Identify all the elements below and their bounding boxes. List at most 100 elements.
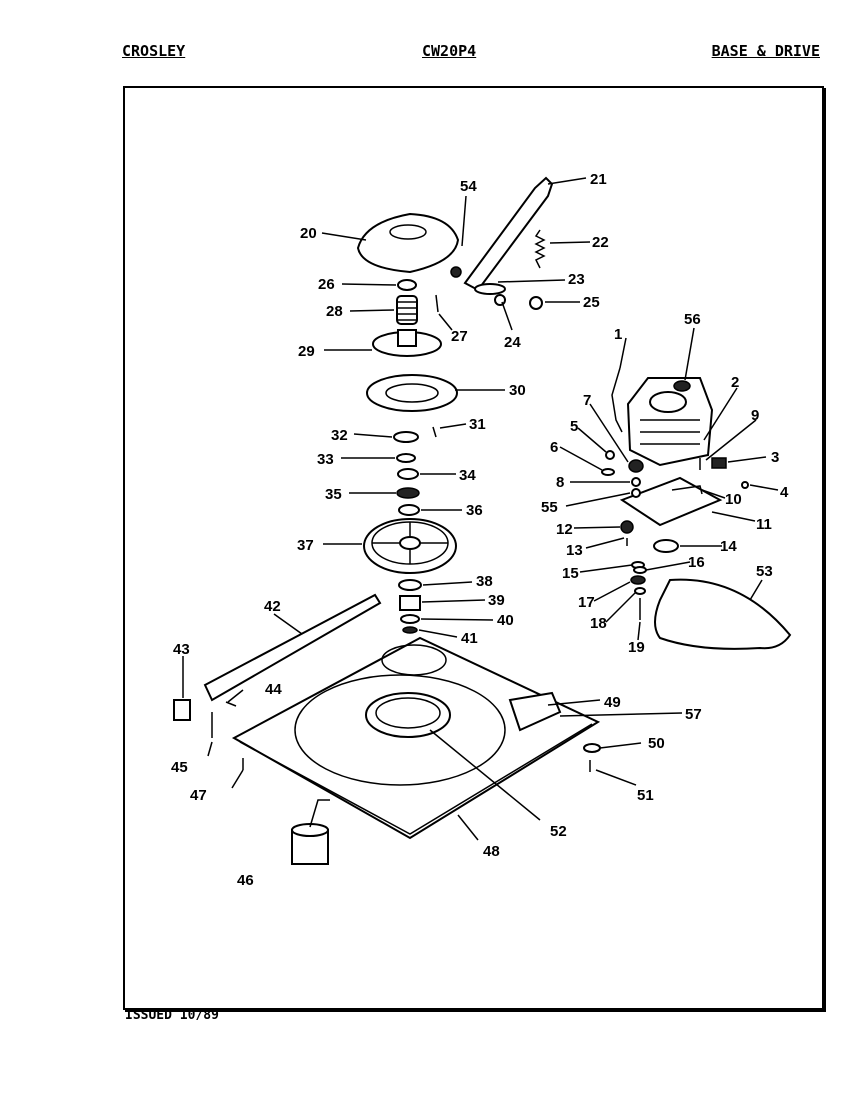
callout-22: 22 xyxy=(592,234,609,251)
part-4-screw xyxy=(741,481,749,489)
part-55-pin xyxy=(631,488,641,498)
part-56-cap xyxy=(673,380,691,392)
part-38-ring xyxy=(398,579,422,591)
callout-18: 18 xyxy=(590,615,607,632)
callout-51: 51 xyxy=(637,787,654,804)
part-5-screw xyxy=(605,450,615,460)
part-22-spring xyxy=(534,229,546,269)
parts-artwork xyxy=(173,176,792,865)
part-35-bearing xyxy=(396,487,420,499)
callout-47: 47 xyxy=(190,787,207,804)
callout-12: 12 xyxy=(556,521,573,538)
callout-32: 32 xyxy=(331,427,348,444)
callout-8: 8 xyxy=(556,474,564,491)
callout-42: 42 xyxy=(264,598,281,615)
diagram-frame xyxy=(123,86,824,1010)
part-54-nut xyxy=(450,266,462,278)
callout-44: 44 xyxy=(265,681,282,698)
part-2-motor xyxy=(626,377,714,467)
callout-3: 3 xyxy=(771,449,779,466)
part-48-base xyxy=(231,636,601,840)
part-52-ring xyxy=(365,692,451,738)
callout-35: 35 xyxy=(325,486,342,503)
callout-36: 36 xyxy=(466,502,483,519)
callout-38: 38 xyxy=(476,573,493,590)
callout-14: 14 xyxy=(720,538,737,555)
callout-31: 31 xyxy=(469,416,486,433)
callout-30: 30 xyxy=(509,382,526,399)
callout-37: 37 xyxy=(297,537,314,554)
callout-25: 25 xyxy=(583,294,600,311)
callout-16: 16 xyxy=(688,554,705,571)
callout-39: 39 xyxy=(488,592,505,609)
part-32-washer xyxy=(393,431,419,443)
callout-labels: 1 2 3 4 5 6 7 8 9 10 11 12 13 14 15 16 1… xyxy=(171,171,789,889)
part-8-pin xyxy=(631,477,641,487)
callout-9: 9 xyxy=(751,407,759,424)
part-53-belt xyxy=(654,578,792,650)
callout-55: 55 xyxy=(541,499,558,516)
part-31-screw xyxy=(432,426,437,438)
callout-57: 57 xyxy=(685,706,702,723)
callout-6: 6 xyxy=(550,439,558,456)
callout-27: 27 xyxy=(451,328,468,345)
part-24-bolt xyxy=(494,294,506,306)
header-model: CW20P4 xyxy=(422,42,477,60)
callout-45: 45 xyxy=(171,759,188,776)
part-37-pulley xyxy=(363,518,457,574)
part-7-bushing xyxy=(628,459,644,473)
part-34-ring xyxy=(397,468,419,480)
part-26-bushing xyxy=(397,279,417,291)
callout-2: 2 xyxy=(731,374,739,391)
callout-54: 54 xyxy=(460,178,477,195)
part-30-dish xyxy=(366,374,458,412)
part-20-cover xyxy=(356,212,460,274)
callout-52: 52 xyxy=(550,823,567,840)
callout-19: 19 xyxy=(628,639,645,656)
callout-50: 50 xyxy=(648,735,665,752)
callout-28: 28 xyxy=(326,303,343,320)
callout-15: 15 xyxy=(562,565,579,582)
callout-21: 21 xyxy=(590,171,607,188)
part-14-pulley xyxy=(653,539,679,553)
part-33-ring xyxy=(396,453,416,463)
part-21-arm xyxy=(463,176,554,292)
part-44-screw xyxy=(225,701,237,707)
footer-issued-date: ISSUED 10/89 xyxy=(125,1008,219,1023)
part-1-wire xyxy=(611,367,623,433)
part-10-clip xyxy=(671,485,703,495)
callout-53: 53 xyxy=(756,563,773,580)
callout-23: 23 xyxy=(568,271,585,288)
header-brand: CROSLEY xyxy=(122,42,186,60)
callout-4: 4 xyxy=(780,484,789,501)
callout-29: 29 xyxy=(298,343,315,360)
part-36-ring xyxy=(398,504,420,516)
callout-33: 33 xyxy=(317,451,334,468)
callout-41: 41 xyxy=(461,630,478,647)
callout-20: 20 xyxy=(300,225,317,242)
callout-13: 13 xyxy=(566,542,583,559)
part-40-ring xyxy=(400,614,420,624)
part-23-washer xyxy=(474,283,506,295)
callout-46: 46 xyxy=(237,872,254,889)
callout-56: 56 xyxy=(684,311,701,328)
header-section: BASE & DRIVE xyxy=(711,42,820,60)
part-12-nut xyxy=(620,520,634,534)
callout-34: 34 xyxy=(459,467,476,484)
callout-5: 5 xyxy=(570,418,578,435)
part-28-spring xyxy=(396,295,418,325)
callout-7: 7 xyxy=(583,392,591,409)
part-49-bracket xyxy=(508,691,562,732)
callout-26: 26 xyxy=(318,276,335,293)
callout-10: 10 xyxy=(725,491,742,508)
part-39-coupling xyxy=(399,595,421,611)
part-17-ring xyxy=(630,575,646,585)
part-16-washer xyxy=(633,566,647,574)
part-46-foot xyxy=(291,823,329,865)
part-50-washer xyxy=(583,743,601,753)
part-43-block xyxy=(173,699,191,721)
part-41-ring xyxy=(402,626,418,634)
callout-43: 43 xyxy=(173,641,190,658)
callout-17: 17 xyxy=(578,594,595,611)
